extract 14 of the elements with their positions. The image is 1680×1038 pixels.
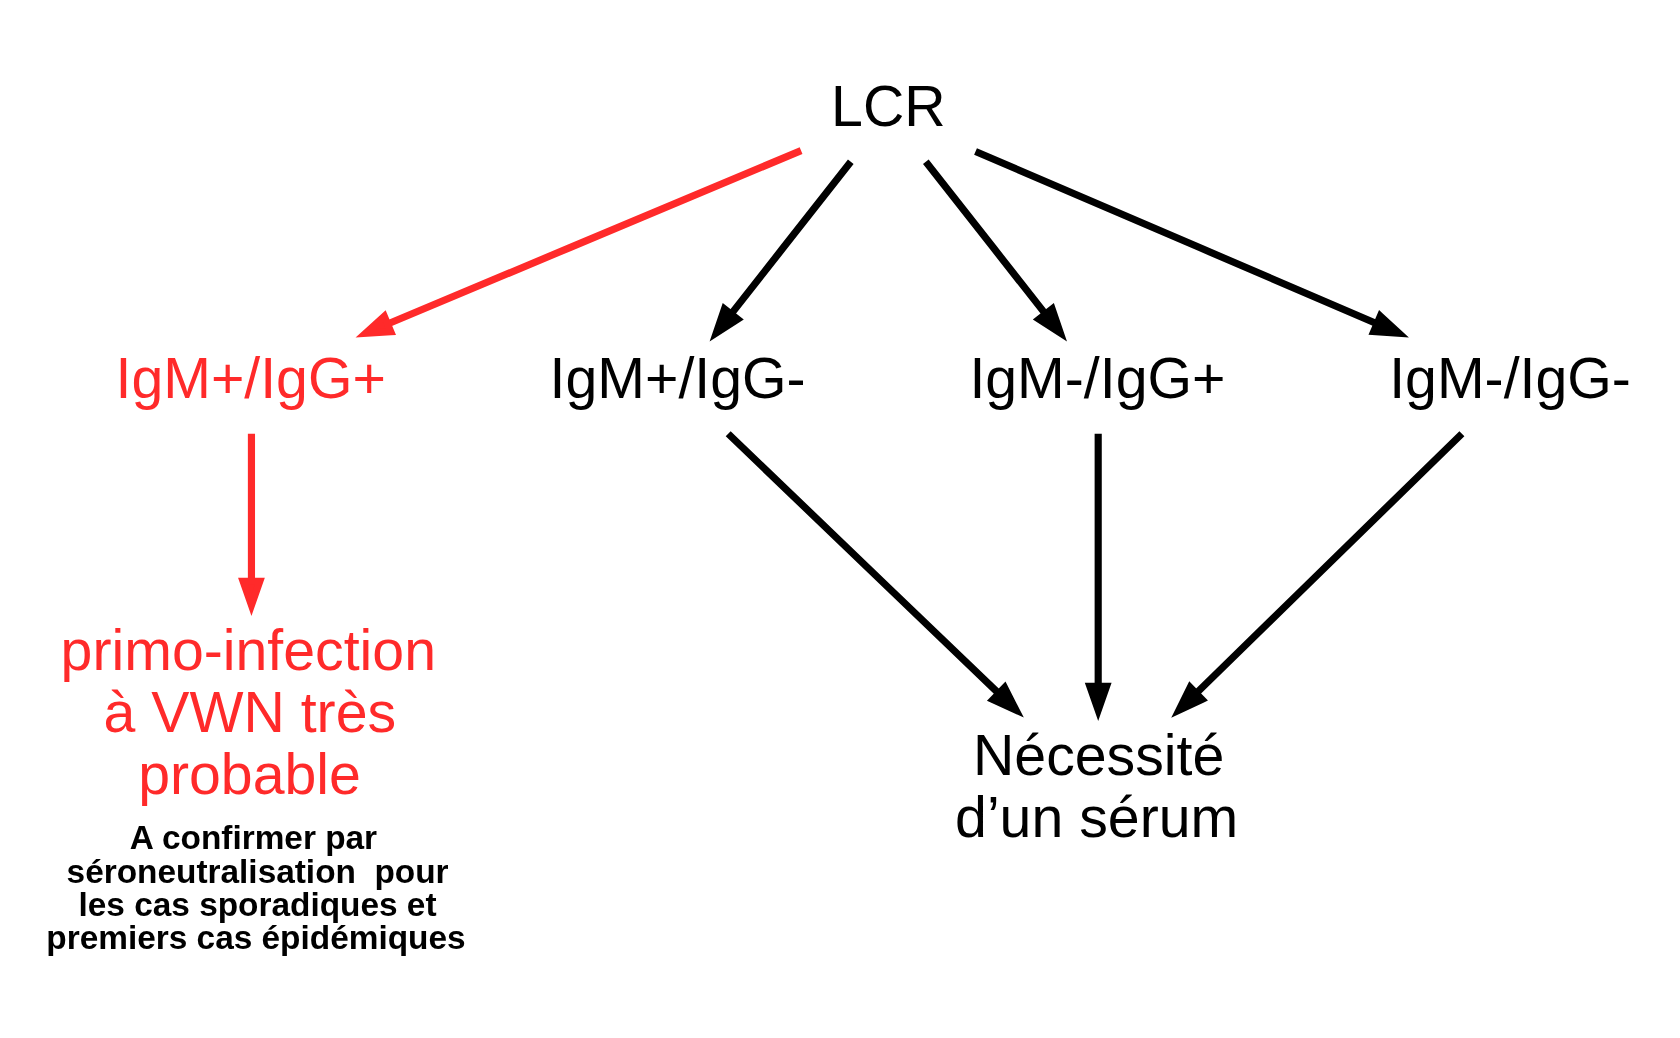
arrow xyxy=(709,159,854,341)
node-text: primo-infection à VWN très probable xyxy=(60,617,436,806)
node-text: IgM+/IgG- xyxy=(549,345,806,410)
node-text: IgM+/IgG+ xyxy=(115,345,386,410)
node-text: IgM-/IgG- xyxy=(1389,345,1631,410)
node-text: Nécessité d’un sérum xyxy=(955,722,1239,849)
arrow xyxy=(974,147,1409,337)
arrow xyxy=(923,159,1067,341)
node-text: IgM-/IgG+ xyxy=(969,345,1226,410)
arrow xyxy=(1171,430,1465,718)
node-text: LCR xyxy=(831,73,946,138)
arrow xyxy=(725,430,1024,718)
node-label: A confirmer par séroneutralisation pour les cas sporadiques et premiers cas épidémiques xyxy=(46,818,466,956)
arrow xyxy=(355,146,803,337)
